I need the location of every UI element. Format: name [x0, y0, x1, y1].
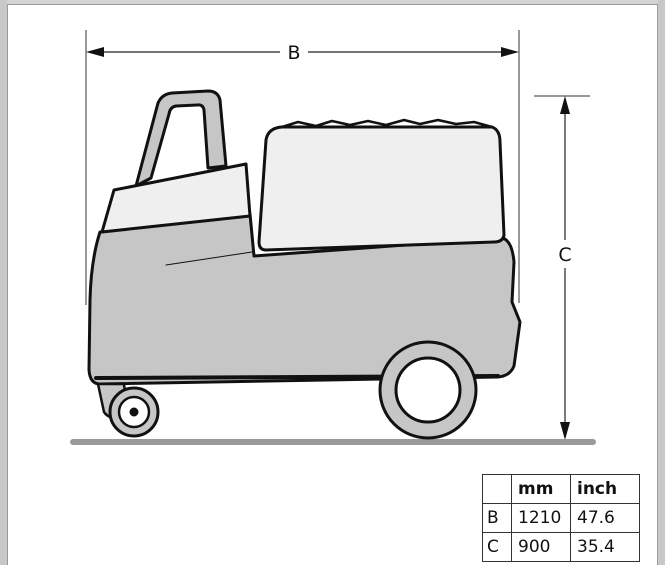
body-crease: [165, 251, 253, 266]
label-b: B: [287, 42, 300, 64]
caster-axle: [129, 407, 139, 417]
upper-tank: [257, 125, 506, 252]
dimension-b: B: [86, 42, 519, 64]
control-cover: [100, 162, 252, 234]
table-header-mm: mm: [511, 474, 571, 504]
label-c: C: [558, 244, 571, 266]
table-header-inch: inch: [570, 474, 640, 504]
dimension-c: C: [558, 96, 572, 440]
value-mm: 900: [511, 532, 571, 562]
row-label: C: [482, 532, 512, 562]
table-row: B 1210 47.6: [482, 503, 640, 533]
rear-wheel-hub: [394, 356, 462, 424]
handle: [134, 89, 228, 188]
floor-line: [70, 439, 596, 445]
value-inch: 35.4: [570, 532, 640, 562]
table-header-blank: [482, 474, 512, 504]
dimensions-table: mm inch B 1210 47.6 C 900 35.4: [482, 474, 640, 562]
value-mm: 1210: [511, 503, 571, 533]
table-row: C 900 35.4: [482, 532, 640, 562]
row-label: B: [482, 503, 512, 533]
value-inch: 47.6: [570, 503, 640, 533]
machine-illustration: [87, 89, 522, 440]
frame-top: [7, 0, 658, 4]
tank-lid-ridges: [280, 118, 494, 129]
table-header-row: mm inch: [482, 474, 640, 504]
